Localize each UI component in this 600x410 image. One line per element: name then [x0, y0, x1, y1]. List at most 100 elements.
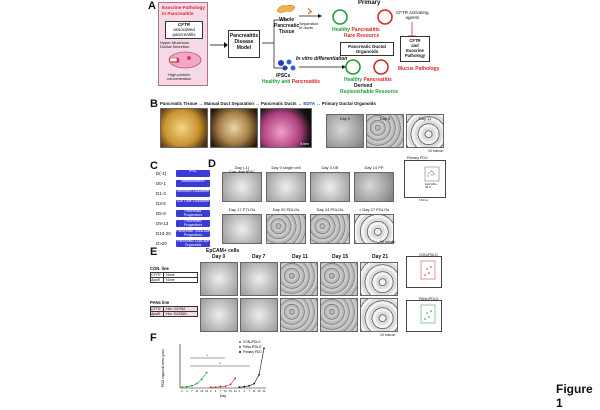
chart-f-tick-0-1: 4	[186, 389, 188, 393]
con-apob-value: None	[166, 278, 175, 282]
chart-f-point-2-5	[263, 347, 265, 350]
ipsc-icon	[278, 59, 296, 71]
panel-letter-a: A	[148, 0, 156, 12]
stage-box-6: Pancreatic Trunk-like Progenitors	[176, 229, 210, 237]
panel-e-con-image-1	[240, 262, 278, 296]
panel-d-top-image-3: Day 14 PP	[354, 166, 394, 202]
panel-letter-b: B	[150, 98, 158, 110]
duct-cell-illustration	[168, 51, 202, 69]
pdo-day5-label: Day 5	[379, 116, 391, 121]
chart-f-tick-1-1: 4	[215, 389, 217, 393]
cftr-associated-line3: pancreatitis	[172, 32, 196, 37]
panel-d-bottom-image-0: Day 17 PTLOs	[222, 208, 262, 244]
panel-d-bottom-label-2: Day 24 PDLOs	[316, 207, 344, 212]
ipsc-healthy-word: Healthy and	[262, 79, 291, 85]
panel-d-bottom-image-3: > Day 27 PDLOs	[354, 208, 394, 244]
pdo-day0-image: Day 0	[326, 114, 364, 148]
chart-f-tick-0-2: 7	[191, 389, 193, 393]
pans-apob-label: ApoB	[151, 312, 164, 316]
panel-e-day-label-0: Day 0	[212, 254, 226, 260]
high-protein-label: High protein concentration	[167, 72, 192, 82]
chart-f-tick-1-3: 11	[224, 389, 227, 393]
duct-separation-image	[210, 108, 258, 148]
primary-label: Primary	[358, 0, 381, 6]
in-vitro-arrow	[299, 65, 346, 69]
panel-e-pans-image-4	[360, 298, 398, 332]
panel-e-day-label-2: Day 11	[292, 254, 308, 260]
stage-box-5: Pancreatic Progenitors	[176, 219, 210, 227]
chart-f-tick-1-0: 2	[210, 389, 212, 393]
separation-label: Separation of ducts	[299, 21, 319, 31]
panel-b-header-text: Pancreatic Tissue → Manual Duct Separati…	[160, 101, 303, 106]
stage-box-0: iPSC	[176, 169, 210, 177]
panel-d-top-label-0: Day (-1) Con. line iPSC	[228, 165, 255, 174]
panel-d-top-label-3: Day 14 PP	[364, 165, 384, 170]
chart-f-tick-2-3: 11	[253, 389, 256, 393]
chart-f-sig-star-1: *	[206, 353, 208, 358]
chart-f-tick-1-5: 21	[234, 389, 237, 393]
hyper-mucinous-label: Hyper-Mucinous Ductal Secretion	[160, 40, 190, 50]
pdo-day5-image: Day 5	[366, 114, 404, 148]
panel-d-top-image-0: Day (-1) Con. line iPSC	[222, 165, 262, 202]
chart-f-legend-label-1: PANs iPDLO	[243, 345, 262, 349]
panel-e-con-image-0	[200, 262, 238, 296]
panel-b-header: Pancreatic Tissue → Manual Duct Separati…	[160, 101, 376, 107]
chart-f-tick-1-2: 7	[220, 389, 222, 393]
con-cftr-value: None	[166, 273, 175, 277]
chart-f-tick-2-5: 21	[263, 389, 266, 393]
panel-e-pans-image-1	[240, 298, 278, 332]
flow-primary-gate: EpCAM+ 92.2	[425, 182, 438, 190]
flow-primary-title: Primary PDO	[407, 156, 428, 160]
derived-pancreatitis-word: Pancreatitis	[363, 77, 392, 83]
ipsc-pancreatitis-word: Pancreatitis	[291, 79, 321, 85]
flow-plot-primary: Primary PDO EpCAM+ 92.2 FSC-A	[404, 156, 446, 202]
pancreatic-tissue-image	[160, 108, 208, 148]
in-vitro-label: In vitro differentiation	[296, 56, 348, 62]
flow-plot-pans: PANs iPDLO	[406, 297, 442, 332]
chart-f-sig-star-2: *	[219, 361, 221, 366]
disease-model-box: Pancreatitis Disease Model	[228, 30, 260, 58]
panel-letter-d: D	[208, 158, 216, 170]
flow-primary-xlabel: FSC-A	[419, 198, 428, 202]
figure-label: Figure 1	[556, 382, 593, 410]
chart-f-legend-marker-1	[239, 346, 241, 348]
chart-f-point-1-0	[209, 386, 212, 389]
exocrine-title: Exocrine Pathology in Pancreatitis	[162, 5, 205, 16]
panel-e-day-label-1: Day 7	[252, 254, 266, 260]
primary-pancreatitis-word: Pancreatitis	[351, 27, 380, 33]
panel-e-con-image-4	[360, 262, 398, 296]
panel-d-top-image-1: Day 0 single cell	[266, 166, 306, 202]
panel-d-bottom-image-2: Day 24 PDLOs	[310, 208, 350, 244]
chart-f-tick-2-2: 7	[248, 389, 250, 393]
cftr-associated-box: CFTR associated pancreatitis	[165, 21, 203, 39]
chart-f-line-1	[210, 378, 236, 388]
replenishable-label: Replenishable Resource	[340, 89, 399, 95]
stage-box-1: Mesendoderm	[176, 179, 210, 187]
separation-arrow	[299, 7, 322, 18]
stage-day-3: D3-5	[156, 201, 166, 206]
primary-healthy-word: Healthy	[332, 27, 351, 33]
chart-f-xlabel: Day	[220, 394, 227, 398]
pdo-day0-label: Day 0	[339, 116, 351, 121]
pans-apob-value: Hm. S4338N	[166, 312, 187, 316]
panel-d-top-image-2: Day 3 DE	[310, 166, 350, 202]
pancreatitis-primary-icon	[377, 9, 393, 25]
panel-e-con-image-2	[280, 262, 318, 296]
panel-e-pans-image-3	[320, 298, 358, 332]
stage-box-2: Definitive Endoderm	[176, 189, 210, 197]
pdo-box: Pancreatic Ductal Organoids	[340, 42, 394, 56]
chart-f-tick-0-3: 11	[195, 389, 198, 393]
stage-day-6: D13-20	[156, 231, 171, 236]
stage-day-1: D0-1	[156, 181, 166, 186]
panel-e-day-label-3: Day 15	[332, 254, 349, 260]
panel-e-pans-image-2	[280, 298, 318, 332]
activating-arrow	[408, 22, 416, 36]
pans-cftr-value: Het. V470M	[166, 307, 185, 311]
pancreatitis-derived-icon	[373, 59, 389, 75]
chart-f-legend-label-0: CON-iPDLO	[243, 340, 261, 344]
